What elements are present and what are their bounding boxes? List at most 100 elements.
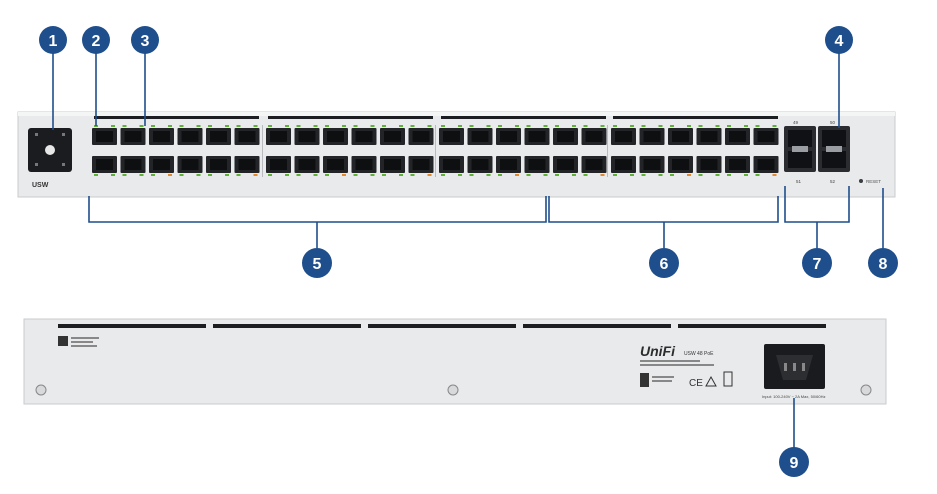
spec-line xyxy=(640,360,700,362)
callout-8: 8 xyxy=(868,248,898,278)
rj45-socket xyxy=(757,131,775,142)
callout-9: 9 xyxy=(779,447,809,477)
rj45-socket xyxy=(585,159,603,170)
port-led xyxy=(600,125,605,127)
rj45-socket xyxy=(443,131,460,142)
port-led xyxy=(755,174,760,176)
sfp-label: 50 xyxy=(830,120,836,125)
display-dot xyxy=(62,133,65,136)
port-led xyxy=(727,125,731,127)
weee-bin-icon xyxy=(723,371,733,387)
front-panel: USW 49 50 51 52 RESET xyxy=(17,111,896,198)
port-led xyxy=(236,174,241,176)
callout-number: 9 xyxy=(790,455,799,472)
callout-badge xyxy=(868,248,898,278)
callout-badge xyxy=(825,26,853,54)
port-led xyxy=(583,125,588,127)
rj45-socket xyxy=(384,159,401,170)
port-led xyxy=(325,125,329,127)
port-led xyxy=(168,174,172,176)
port-led xyxy=(772,125,777,127)
port-led xyxy=(469,125,474,127)
callout-2: 2 xyxy=(82,26,110,54)
callout-badge xyxy=(649,248,679,278)
port-led xyxy=(399,174,403,176)
sfp-label: 51 xyxy=(796,179,802,184)
port-led xyxy=(572,174,576,176)
port-led xyxy=(630,125,634,127)
rj45-socket xyxy=(355,131,373,142)
spec-line xyxy=(640,364,714,366)
rj45-socket xyxy=(238,159,256,170)
vent-bar xyxy=(58,324,206,328)
port-led xyxy=(139,174,144,176)
leader-lines xyxy=(52,52,884,448)
rj45-socket xyxy=(528,159,546,170)
rj45-socket xyxy=(585,131,603,142)
screw-icon xyxy=(860,384,872,396)
callout-number: 5 xyxy=(313,256,322,273)
rj45-socket xyxy=(528,131,546,142)
port-led xyxy=(583,174,588,176)
port-led xyxy=(382,174,386,176)
rj45-socket xyxy=(153,159,170,170)
sfp-port xyxy=(822,130,846,147)
callout-badge xyxy=(82,26,110,54)
port-led xyxy=(94,174,98,176)
port-led xyxy=(744,125,748,127)
group-divider xyxy=(262,125,263,177)
inlet-pin xyxy=(793,363,796,371)
port-led xyxy=(715,125,720,127)
port-led xyxy=(151,125,155,127)
port-led xyxy=(744,174,748,176)
port-led xyxy=(427,174,432,176)
callout-number: 3 xyxy=(141,33,150,50)
port-led xyxy=(498,174,502,176)
bracket-6 xyxy=(548,196,779,223)
port-led xyxy=(370,174,375,176)
serial-line xyxy=(71,337,99,339)
port-led xyxy=(715,174,720,176)
port-led xyxy=(698,174,703,176)
rj45-socket xyxy=(729,159,746,170)
port-led xyxy=(670,174,674,176)
screw-icon xyxy=(447,384,459,396)
address-line xyxy=(652,376,674,378)
port-led xyxy=(208,174,212,176)
rj45-socket xyxy=(672,131,689,142)
rj45-socket xyxy=(355,159,373,170)
port-led xyxy=(543,174,548,176)
port-led xyxy=(179,125,184,127)
rear-panel: UniFi USW 48 PoE CE Input: 100-240V ~ 2A… xyxy=(23,318,887,405)
rj45-socket xyxy=(643,159,661,170)
display-dot xyxy=(35,133,38,136)
port-led xyxy=(313,125,318,127)
port-led xyxy=(555,174,559,176)
port-led xyxy=(151,174,155,176)
group-top-bar xyxy=(441,116,606,119)
group-divider xyxy=(435,125,436,177)
vent-bar xyxy=(523,324,671,328)
reset-label: RESET xyxy=(866,179,881,184)
sfp-port xyxy=(822,151,846,168)
rj45-socket xyxy=(96,131,113,142)
callout-number: 2 xyxy=(92,33,101,50)
port-led xyxy=(122,125,127,127)
port-led xyxy=(526,125,531,127)
port-led xyxy=(755,125,760,127)
sfp-latch xyxy=(792,146,808,152)
rj45-socket xyxy=(412,159,430,170)
port-led xyxy=(427,125,432,127)
power-rating-text: Input: 100-240V ~ 2A Max, 50/60Hz xyxy=(762,394,826,399)
port-led xyxy=(630,174,634,176)
qr-code xyxy=(58,336,68,346)
rj45-port-array xyxy=(92,125,779,176)
warning-icon xyxy=(705,375,717,387)
port-led xyxy=(572,125,576,127)
port-led xyxy=(168,125,172,127)
rj45-socket xyxy=(210,131,227,142)
rj45-socket xyxy=(672,159,689,170)
port-led xyxy=(382,125,386,127)
